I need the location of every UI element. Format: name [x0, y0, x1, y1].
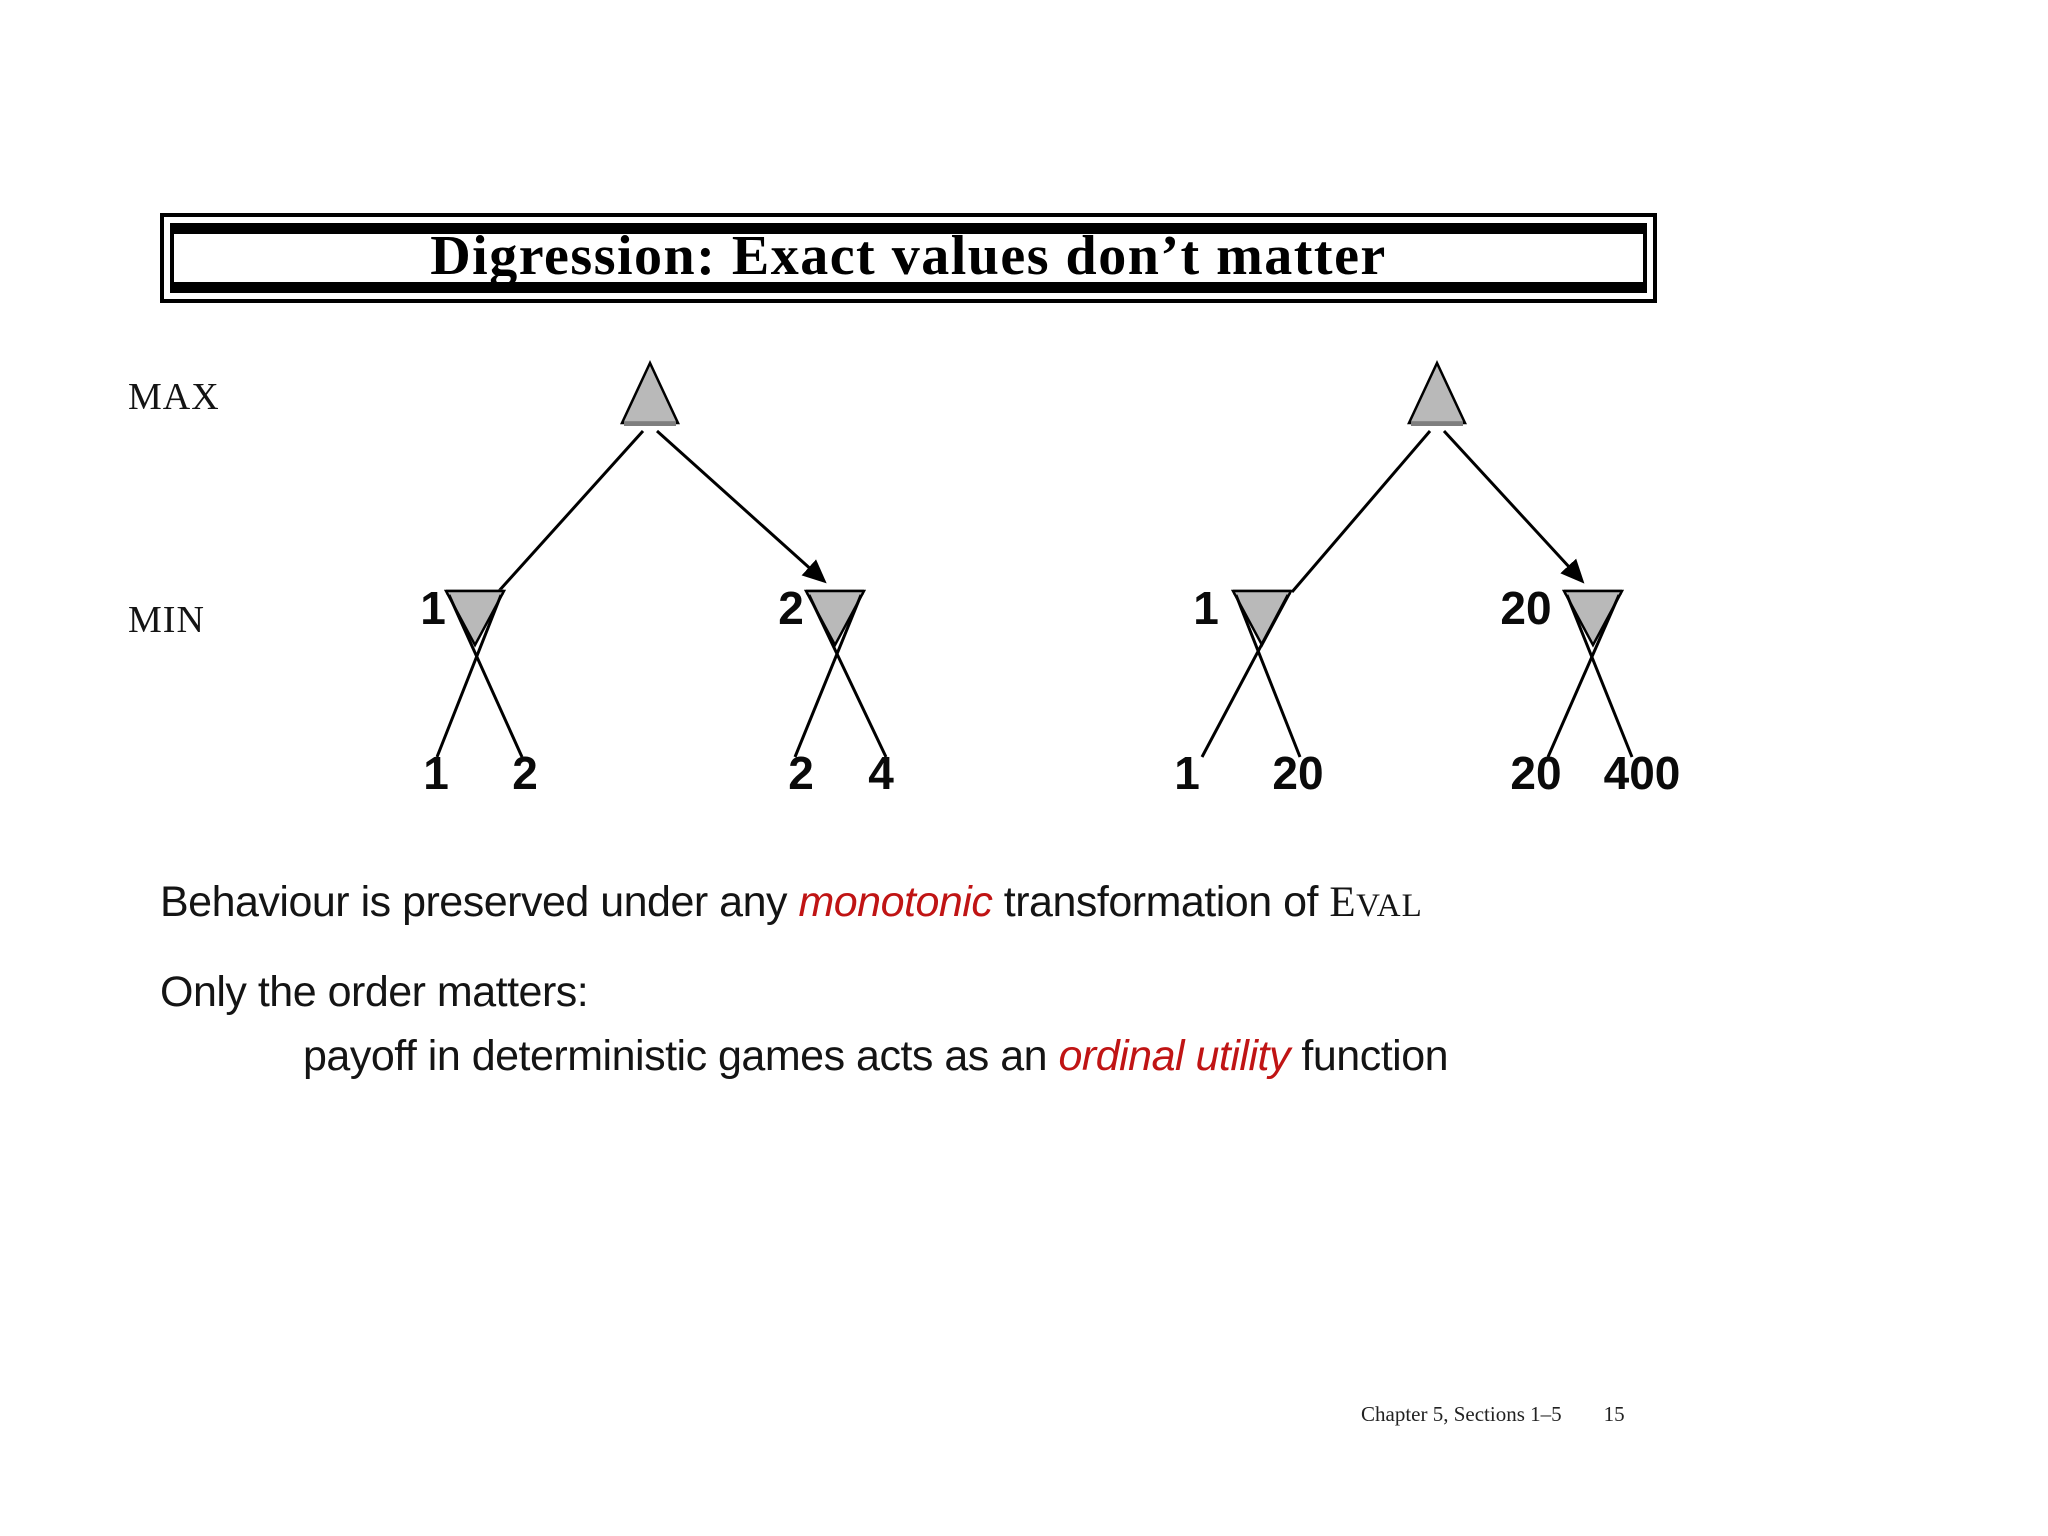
leaf-value: 400 — [1603, 747, 1681, 799]
tree-edge — [807, 594, 888, 758]
body-line-3-post: function — [1289, 1032, 1449, 1080]
page-title: Digression: Exact values don’t matter — [430, 225, 1387, 287]
min-node-triangle — [1561, 589, 1625, 648]
min-node-triangle — [803, 589, 867, 648]
max-node-triangle — [620, 360, 680, 425]
tree-edge — [1546, 594, 1621, 758]
title-box-inner-border: Digression: Exact values don’t matter — [170, 223, 1647, 293]
eval-smallcaps-rest: VAL — [1356, 888, 1423, 924]
leaf-value: 1 — [1174, 747, 1200, 799]
tree-edge — [1234, 594, 1302, 758]
body-line-3-pre: payoff in deterministic games acts as an — [303, 1032, 1059, 1080]
tree-edge — [447, 594, 524, 758]
body-line-2-text: Only the order matters: — [160, 968, 589, 1016]
tree-edge — [435, 594, 503, 758]
leaf-value: 2 — [512, 747, 538, 799]
body-line-1: Behaviour is preserved under any monoton… — [160, 878, 1423, 927]
min-node-label: 2 — [778, 582, 804, 634]
min-node-label: 1 — [420, 582, 446, 634]
body-line-1-mid: transformation of — [992, 878, 1330, 926]
min-node-label: 1 — [1193, 582, 1219, 634]
tree-edge — [1200, 594, 1290, 758]
footer-chapter-text: Chapter 5, Sections 1–5 — [1361, 1402, 1562, 1426]
body-line-3: payoff in deterministic games acts as an… — [303, 1032, 1449, 1081]
leaf-value: 20 — [1510, 747, 1562, 799]
body-line-1-red-term: monotonic — [798, 878, 993, 926]
leaf-value: 2 — [788, 747, 814, 799]
min-node-label: 20 — [1500, 582, 1552, 634]
leaf-value: 1 — [423, 747, 449, 799]
tree-edge — [793, 594, 863, 758]
slide-footer: Chapter 5, Sections 1–5 15 — [1361, 1402, 1625, 1427]
leaf-value: 4 — [868, 747, 894, 799]
tree-edge-arrow — [655, 429, 827, 584]
eval-smallcaps-initial: E — [1329, 879, 1357, 926]
max-node-triangle — [1407, 360, 1467, 425]
footer-page-number: 15 — [1603, 1402, 1625, 1426]
tree-edge — [496, 429, 645, 594]
body-line-2: Only the order matters: — [160, 968, 589, 1017]
tree-edge — [1565, 594, 1634, 758]
body-line-3-red-term: ordinal utility — [1058, 1032, 1290, 1080]
tree-edge-arrow — [1442, 429, 1585, 584]
min-row-label: MIN — [128, 599, 205, 641]
title-box: Digression: Exact values don’t matter — [160, 213, 1657, 303]
min-node-triangle — [443, 589, 507, 648]
tree-edge — [1290, 430, 1432, 593]
max-row-label: MAX — [128, 376, 220, 418]
leaf-value: 20 — [1272, 747, 1324, 799]
min-node-triangle — [1230, 589, 1294, 648]
body-line-1-pre: Behaviour is preserved under any — [160, 878, 799, 926]
